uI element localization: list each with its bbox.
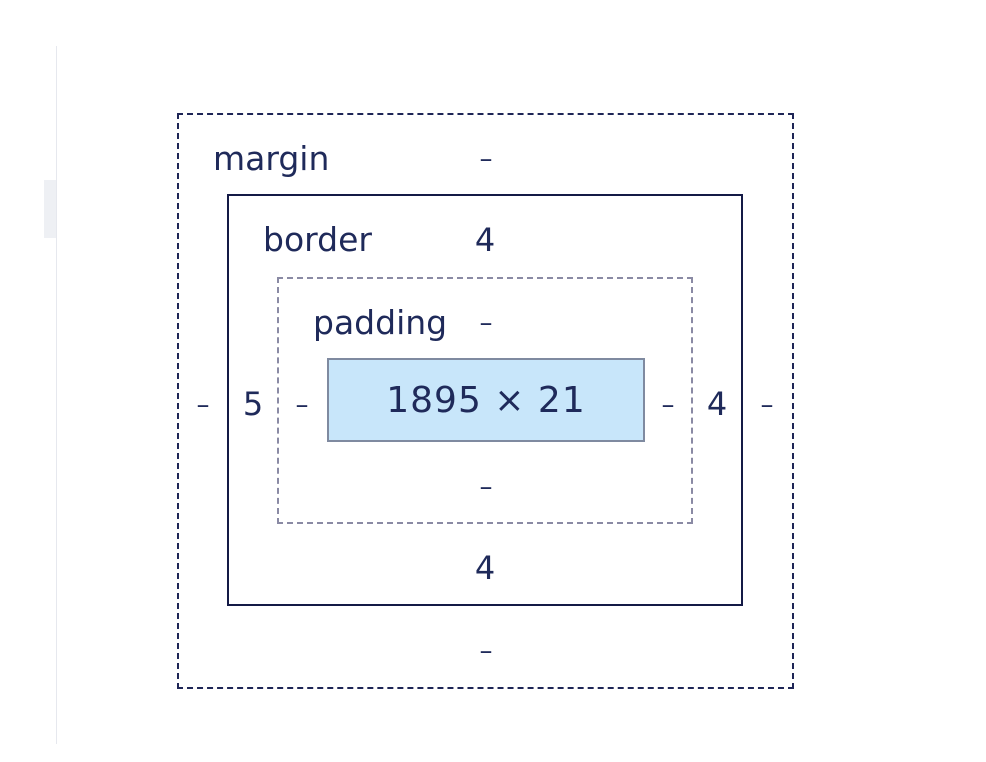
margin-left-value[interactable]: – (196, 390, 210, 420)
padding-label: padding (313, 303, 448, 342)
border-right-value[interactable]: 4 (706, 385, 728, 423)
padding-left-value[interactable]: – (295, 390, 309, 420)
border-top-value[interactable]: 4 (474, 221, 496, 259)
border-label: border (263, 220, 372, 259)
padding-bottom-value[interactable]: – (479, 472, 493, 502)
margin-label: margin (213, 139, 330, 178)
margin-box (177, 113, 794, 689)
panel-resize-handle[interactable] (44, 180, 56, 238)
margin-top-value[interactable]: – (479, 144, 493, 174)
border-bottom-value[interactable]: 4 (474, 549, 496, 587)
padding-box (277, 277, 693, 524)
padding-top-value[interactable]: – (479, 308, 493, 338)
border-box (227, 194, 743, 606)
content-size-value: 1895 × 21 (386, 379, 586, 421)
border-left-value[interactable]: 5 (242, 385, 264, 423)
margin-right-value[interactable]: – (760, 390, 774, 420)
padding-right-value[interactable]: – (661, 390, 675, 420)
margin-bottom-value[interactable]: – (479, 636, 493, 666)
content-box[interactable]: 1895 × 21 (327, 358, 645, 442)
